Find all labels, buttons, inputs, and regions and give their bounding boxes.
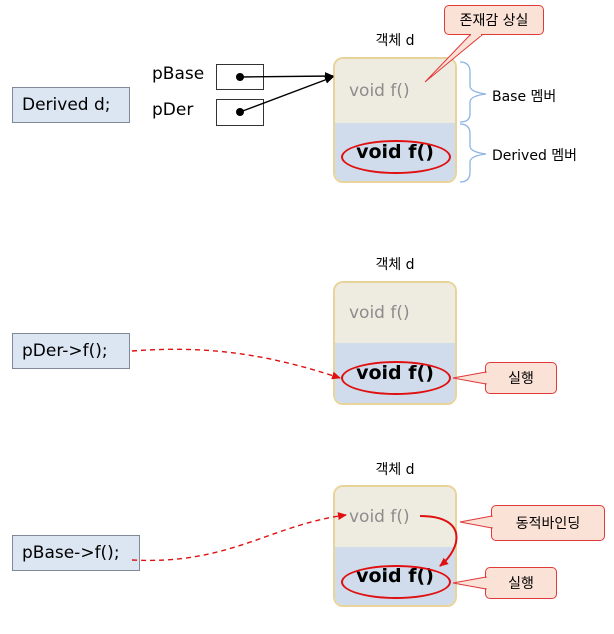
- code-box-derived-declaration: Derived d;: [12, 87, 130, 123]
- callout-tail-1: [424, 34, 484, 83]
- pbase-label: pBase: [152, 64, 205, 84]
- highlight-ellipse-1: [341, 140, 451, 174]
- dynamic-binding-arrow: [419, 515, 458, 567]
- base-member-brace: [459, 61, 487, 123]
- highlight-ellipse-3: [341, 565, 451, 599]
- code-box-pbase-call: pBase->f();: [12, 535, 140, 571]
- derived-member-brace: [459, 123, 487, 183]
- base-member-label: Base 멤버: [492, 89, 557, 105]
- object-title-1: 객체 d: [375, 33, 415, 49]
- callout-execute-3: 실행: [485, 567, 557, 599]
- pder-label: pDer: [152, 100, 194, 120]
- pbase-call-arrow: [131, 512, 347, 562]
- object-title-3: 객체 d: [375, 462, 415, 478]
- base-method-2: void f(): [349, 303, 410, 323]
- base-section-1: void f(): [335, 59, 455, 125]
- pder-arrow: [239, 76, 334, 113]
- callout-tail-2: [452, 371, 487, 385]
- pder-call-arrow: [131, 348, 341, 380]
- callout-execute-2: 실행: [485, 362, 557, 394]
- callout-tail-3b: [452, 576, 487, 590]
- callout-presence-lost: 존재감 상실: [444, 5, 544, 35]
- callout-tail-3a: [459, 515, 493, 529]
- code-box-pder-call: pDer->f();: [12, 333, 130, 369]
- derived-member-label: Derived 멤버: [492, 148, 578, 164]
- base-method-3: void f(): [349, 507, 410, 527]
- highlight-ellipse-2: [341, 361, 451, 395]
- callout-dynamic-binding: 동적바인딩: [491, 505, 605, 541]
- pbase-arrow: [239, 72, 334, 81]
- base-method-1: void f(): [349, 81, 410, 101]
- object-title-2: 객체 d: [375, 257, 415, 273]
